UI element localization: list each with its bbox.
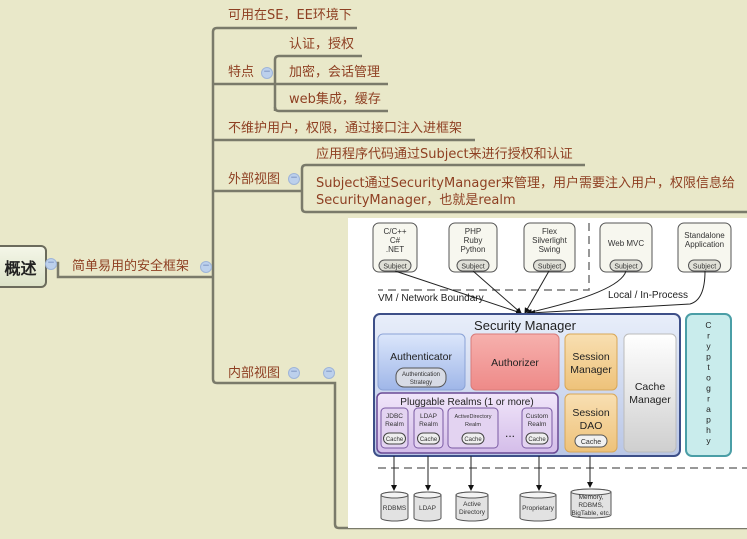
subject-label: Subject	[693, 264, 716, 271]
feature-item[interactable]: 加密，会话管理	[289, 65, 381, 80]
client-label: Application	[685, 240, 724, 249]
cryptography-letter: g	[706, 383, 711, 393]
subject-label: Subject	[614, 264, 637, 271]
svg-text:Cache: Cache	[635, 381, 666, 393]
realm-label: Realm	[465, 422, 481, 428]
datastore-label: RDBMS	[383, 505, 407, 512]
client-label: .NET	[386, 245, 404, 254]
datastore-label: Memory,	[579, 494, 604, 501]
cache-manager-box	[623, 333, 677, 453]
client-label: Silverlight	[532, 236, 567, 245]
collapse-icon[interactable]: −	[45, 258, 57, 270]
subject-label: Subject	[538, 264, 561, 271]
cryptography-letter: y	[706, 341, 711, 351]
realm-cache-label: Cache	[386, 437, 404, 443]
collapse-icon[interactable]: −	[288, 173, 300, 185]
collapse-icon[interactable]: −	[323, 367, 335, 379]
datastore-label: RDBMS,	[578, 502, 603, 509]
realm-label: Realm	[528, 421, 547, 428]
external-item[interactable]: 应用程序代码通过Subject来进行授权和认证	[316, 147, 573, 162]
cryptography-letter: r	[707, 394, 710, 404]
client-label: Python	[461, 245, 486, 254]
cryptography-letter: r	[707, 331, 710, 341]
cryptography-box	[685, 313, 732, 457]
svg-text:Cache: Cache	[581, 439, 601, 446]
root-topic[interactable]: 概述	[0, 245, 47, 288]
realm-label: Realm	[385, 421, 404, 428]
svg-text:DAO: DAO	[580, 420, 603, 432]
collapse-icon[interactable]: −	[288, 367, 300, 379]
realm-label: LDAP	[420, 413, 437, 420]
client-label: Web MVC	[608, 239, 645, 248]
client-label: PHP	[465, 227, 481, 236]
cryptography-letter: C	[705, 320, 711, 330]
svg-text:Session: Session	[572, 351, 610, 363]
external-item-cont: SecurityManager，也就是realm	[316, 193, 516, 208]
cryptography-letter: p	[706, 415, 711, 425]
client-label: C/C++	[383, 227, 406, 236]
realm-cache-label: Cache	[420, 437, 438, 443]
feature-item[interactable]: web集成，缓存	[289, 92, 381, 107]
cryptography-letter: y	[706, 436, 711, 446]
vm-boundary-label: VM / Network Boundary	[378, 293, 484, 304]
auth-strategy-label: Strategy	[410, 380, 432, 386]
realms-title: Pluggable Realms (1 or more)	[400, 397, 533, 408]
cryptography-letter: h	[706, 425, 711, 435]
realm-label: ActiveDirectory	[455, 414, 492, 420]
realm-cache-pill	[383, 432, 406, 445]
subject-pill	[533, 259, 566, 272]
datastore-label: Directory	[459, 509, 486, 516]
realm-cache-label: Cache	[528, 437, 546, 443]
collapse-icon[interactable]: −	[200, 261, 212, 273]
client-label: Ruby	[464, 236, 483, 245]
cryptography-letter: t	[707, 362, 710, 372]
datastore-label: Active	[463, 501, 481, 508]
datastore-label: BigTable, etc.	[571, 510, 610, 517]
realm-cache-pill	[461, 432, 485, 445]
subject-label: Subject	[461, 264, 484, 271]
collapse-icon[interactable]: −	[261, 67, 273, 79]
svg-text:...: ...	[505, 426, 515, 440]
svg-text:Session: Session	[572, 407, 610, 419]
realm-cache-pill	[417, 432, 440, 445]
authenticator-label: Authenticator	[390, 351, 452, 363]
topic-env[interactable]: 可用在SE，EE环境下	[228, 8, 352, 23]
cryptography-letter: o	[706, 373, 711, 383]
realm-label: JDBC	[386, 413, 403, 420]
topic-features[interactable]: 特点	[228, 65, 255, 80]
client-label: Flex	[542, 227, 557, 236]
realm-cache-pill	[525, 432, 549, 445]
datastore-label: LDAP	[419, 505, 436, 512]
authorizer-box	[470, 333, 560, 391]
cryptography-letter: p	[706, 352, 711, 362]
local-label: Local / In-Process	[608, 290, 688, 301]
authorizer-label: Authorizer	[491, 357, 539, 369]
client-box	[523, 222, 576, 273]
topic-no-user[interactable]: 不维护用户，权限，通过接口注入进框架	[228, 121, 463, 136]
realm-box	[447, 407, 499, 449]
feature-item[interactable]: 认证，授权	[289, 37, 355, 52]
main-branch-topic[interactable]: 简单易用的安全框架	[72, 259, 190, 274]
session-manager-box	[564, 333, 618, 391]
topic-external-view[interactable]: 外部视图	[228, 172, 281, 187]
client-label: Standalone	[684, 231, 725, 240]
realm-cache-label: Cache	[464, 437, 482, 443]
svg-text:Manager: Manager	[629, 394, 671, 406]
datastore-label: Proprietary	[522, 505, 555, 512]
svg-text:Manager: Manager	[570, 364, 612, 376]
cryptography-letter: a	[706, 404, 711, 414]
realm-label: Realm	[419, 421, 438, 428]
client-label: Swing	[539, 245, 561, 254]
external-item[interactable]: Subject通过SecurityManager来管理，用户需要注入用户，权限信…	[316, 176, 735, 191]
topic-internal-view[interactable]: 内部视图	[228, 366, 281, 381]
client-label: C#	[390, 236, 401, 245]
auth-strategy-label: Authentication	[402, 372, 440, 378]
realm-label: Custom	[526, 413, 548, 420]
security-manager-label: Security Manager	[474, 318, 577, 333]
subject-label: Subject	[383, 264, 406, 271]
